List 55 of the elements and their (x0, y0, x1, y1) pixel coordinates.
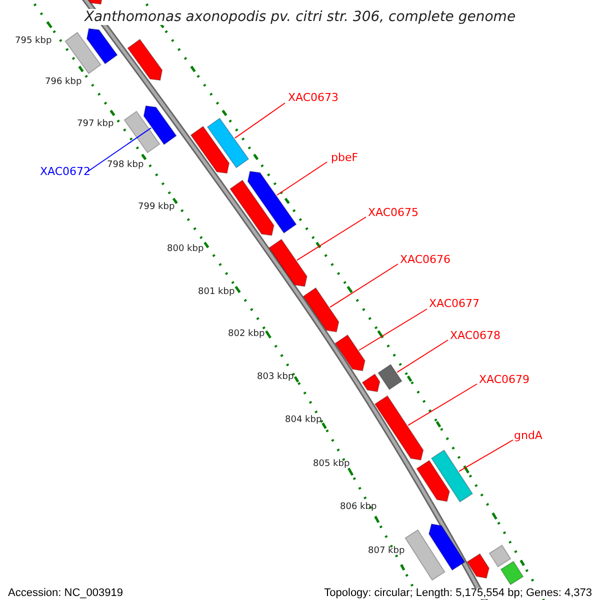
gene-feature (374, 395, 424, 461)
gene-feature (334, 334, 366, 372)
gene-feature (362, 373, 380, 392)
gene-feature (127, 38, 163, 81)
leader-line (358, 308, 428, 351)
gene-label: XAC0676 (400, 254, 451, 265)
scale-label: 802 kbp (228, 330, 265, 339)
gene-feature (229, 180, 274, 236)
scale-label: 797 kbp (77, 120, 114, 129)
gene-label: XAC0673 (288, 92, 339, 103)
gene-feature (428, 523, 466, 571)
gene-feature (404, 529, 446, 581)
gene-feature (268, 238, 308, 287)
scale-label: 796 kbp (45, 78, 82, 87)
gene-feature (247, 170, 297, 234)
scale-label: 806 kbp (340, 503, 377, 512)
gene-label: XAC0675 (368, 207, 419, 218)
gene-feature (416, 460, 450, 502)
gene-feature (64, 32, 102, 74)
gene-feature (190, 126, 230, 174)
gene-feature (86, 28, 118, 64)
genome-summary: Topology: circular; Length: 5,175,554 bp; Genes: 4,373 (324, 588, 592, 599)
scale-label: 799 kbp (138, 203, 175, 212)
gene-feature (124, 110, 160, 154)
gene-label: XAC0677 (429, 298, 480, 309)
scale-label: 804 kbp (285, 416, 322, 425)
scale-label: 798 kbp (107, 161, 144, 170)
accession-text: Accession: NC_003919 (8, 588, 123, 599)
leader-line (458, 440, 514, 472)
gene-feature (378, 364, 402, 390)
gene-feature (143, 105, 177, 146)
gene-feature (500, 560, 524, 586)
leader-line (330, 264, 398, 308)
gene-label: gndA (514, 430, 542, 441)
gene-feature (206, 118, 250, 168)
leader-line (408, 384, 478, 426)
scale-label: 800 kbp (167, 245, 204, 254)
gene-label: XAC0672 (40, 166, 91, 177)
leader-line (296, 216, 366, 261)
gene-label: pbeF (331, 152, 358, 163)
scale-label: 801 kbp (198, 288, 235, 297)
scale-label: 795 kbp (15, 37, 52, 46)
scale-label: 803 kbp (257, 373, 294, 382)
gene-feature (430, 449, 474, 503)
leader-line (276, 162, 328, 196)
leader-line (86, 127, 152, 172)
scale-label: 807 kbp (368, 547, 405, 556)
gene-label: XAC0679 (479, 374, 530, 385)
gene-feature (488, 544, 512, 568)
gene-feature (302, 287, 340, 332)
gene-label: XAC0678 (450, 330, 501, 341)
leader-line (396, 340, 448, 373)
leader-line (234, 102, 286, 139)
scale-label: 805 kbp (313, 460, 350, 469)
gene-feature (466, 553, 490, 579)
